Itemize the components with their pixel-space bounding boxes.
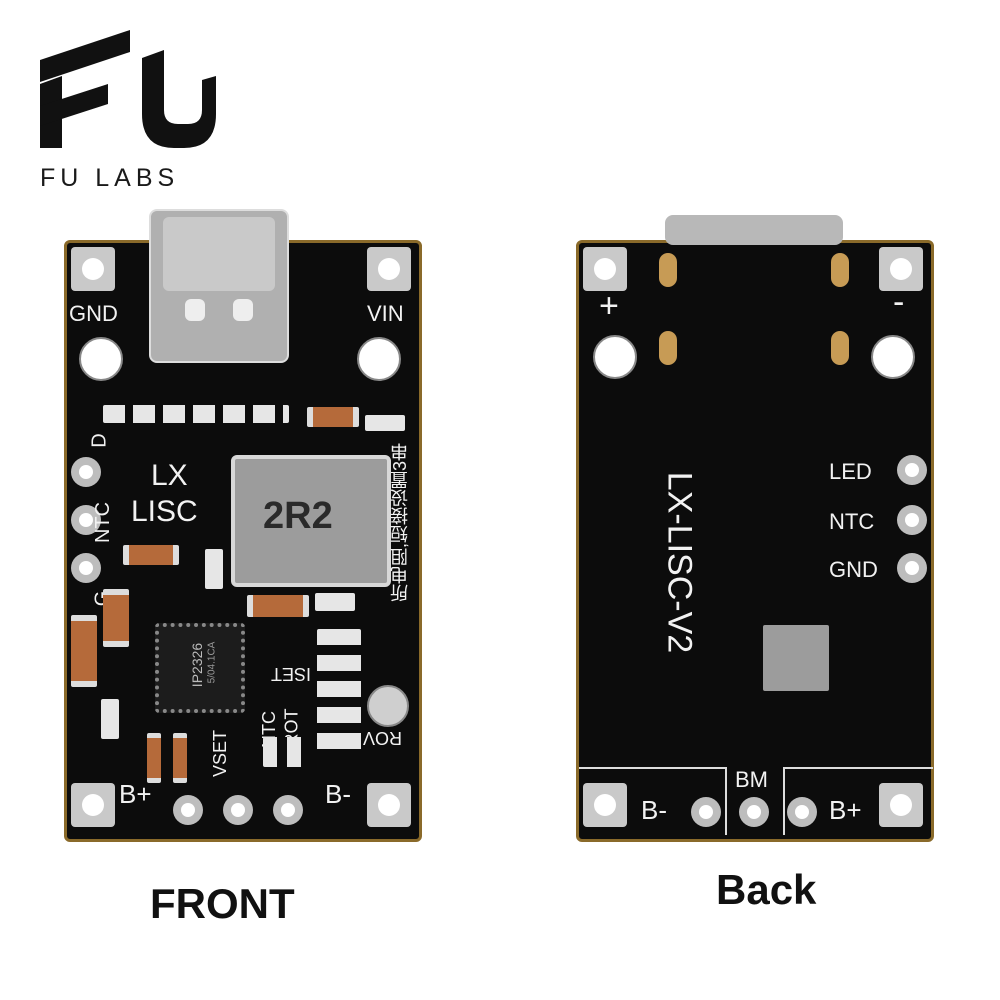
- hole-vin: [357, 337, 401, 381]
- label-gnd-back: GND: [829, 557, 878, 582]
- label-vin: VIN: [367, 301, 404, 326]
- capacitor-left-1: [123, 545, 179, 565]
- brand-name: FU LABS: [40, 164, 180, 192]
- resistor-row-top: [103, 405, 289, 423]
- bottom-frame-right: [783, 767, 933, 835]
- resistor-mid: [205, 549, 223, 589]
- caption-back: Back: [716, 866, 817, 913]
- label-vset: VSET: [210, 729, 231, 778]
- pad-top-left: [71, 247, 115, 291]
- usb-c-connector-back: [665, 215, 843, 245]
- caption-front: FRONT: [150, 880, 295, 927]
- screw: [367, 685, 409, 727]
- label-board-title: LX-LISC-V2: [660, 471, 699, 654]
- usb-c-connector: [149, 209, 289, 363]
- label-chinese-note: 所电阻,短接设置3串: [390, 443, 410, 603]
- resistor-r050: [315, 593, 355, 611]
- capacitor-bottom-1: [147, 733, 161, 783]
- label-iset: ISET: [271, 664, 312, 684]
- thermal-pad: [763, 625, 829, 691]
- label-led: LED: [829, 459, 872, 484]
- capacitor-top: [307, 407, 359, 427]
- pin-d: [71, 457, 101, 487]
- label-d: D: [88, 433, 111, 448]
- label-b-plus-back: B+: [829, 795, 862, 825]
- label-bm: BM: [735, 767, 768, 792]
- hole-gnd: [79, 337, 123, 381]
- inductor: 2R2: [231, 455, 391, 587]
- resistor-column: [317, 629, 361, 759]
- label-b-minus-back: B-: [641, 795, 667, 825]
- capacitor-left-3: [71, 615, 97, 687]
- pin-b-plus: [787, 797, 817, 827]
- capacitor-bottom-2: [173, 733, 187, 783]
- resistor-510: [101, 699, 119, 739]
- chip-label-1: IP2326: [189, 642, 206, 688]
- front-board: GND VIN D NTC G LX LISC 2R2 所电阻,短接设置3串 I…: [64, 209, 422, 842]
- pin-b-minus: [691, 797, 721, 827]
- pin-g: [71, 553, 101, 583]
- pin-ntc-back: [897, 505, 927, 535]
- label-lx: LX: [151, 459, 188, 492]
- label-minus: -: [893, 283, 905, 321]
- brand-logo: [38, 28, 218, 154]
- oval-pad-2: [831, 253, 849, 287]
- pin-bm: [739, 797, 769, 827]
- back-board: + - LX-LISC-V2 LED NTC GND B- BM B+: [576, 215, 934, 842]
- ic-chip: IP2326 5/04.1CA: [155, 623, 245, 713]
- pin-bottom-2: [223, 795, 253, 825]
- pin-ntc: [71, 505, 101, 535]
- pad-back-bottom-right: [879, 783, 923, 827]
- pad-back-top-right: [879, 247, 923, 291]
- resistor-512-right: [365, 415, 405, 431]
- label-ntc-side: NTC: [92, 501, 115, 544]
- bottom-frame-left: [579, 767, 727, 835]
- pin-bottom-3: [273, 795, 303, 825]
- capacitor-left-2: [103, 589, 129, 647]
- pad-back-bottom-left: [583, 783, 627, 827]
- pin-led: [897, 455, 927, 485]
- label-gnd: GND: [69, 301, 118, 326]
- capacitor-mid: [247, 595, 309, 617]
- pad-top-right: [367, 247, 411, 291]
- pin-gnd-back: [897, 553, 927, 583]
- inductor-label: 2R2: [263, 495, 333, 537]
- label-b-minus-front: B-: [325, 779, 351, 809]
- fu-labs-logo-icon: [40, 30, 216, 148]
- oval-pad-3: [659, 331, 677, 365]
- hole-plus: [593, 335, 637, 379]
- pad-bottom-right: [367, 783, 411, 827]
- label-rov: ROV: [363, 728, 403, 748]
- oval-pad-4: [831, 331, 849, 365]
- oval-pad-1: [659, 253, 677, 287]
- resistor-bottom-pair: [263, 737, 303, 767]
- label-b-plus-front: B+: [119, 779, 152, 809]
- chip-label-2: 5/04.1CA: [206, 641, 218, 684]
- label-plus: +: [599, 287, 619, 325]
- pad-bottom-left: [71, 783, 115, 827]
- pin-bottom-1: [173, 795, 203, 825]
- pad-back-top-left: [583, 247, 627, 291]
- hole-minus: [871, 335, 915, 379]
- label-ntc-back: NTC: [829, 509, 875, 534]
- label-lisc: LISC: [131, 495, 198, 528]
